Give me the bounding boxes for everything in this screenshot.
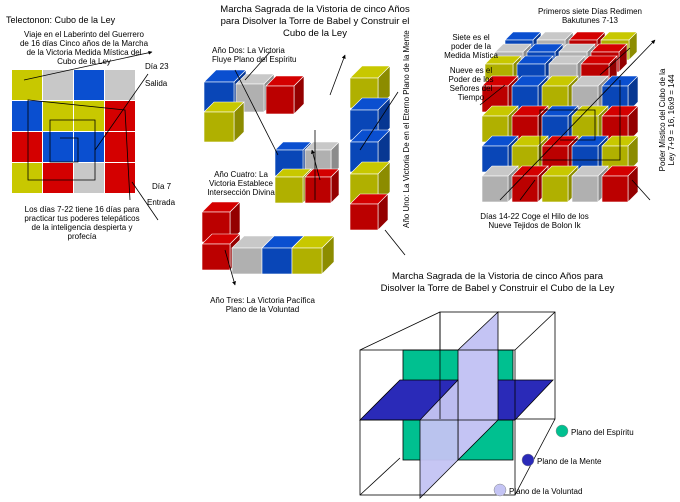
legend-mind-label: Plano de la Mente <box>537 457 602 466</box>
p3-front-front <box>601 175 629 203</box>
panel4-title: Marcha Sagrada de la Vistoria de cinco A… <box>380 271 615 294</box>
y1-e-front <box>349 203 379 231</box>
panel1-caption-top: Viaje en el Laberinto del Guerrero de 16… <box>19 30 149 66</box>
legend-swatch-2 <box>493 483 507 497</box>
grid-cell <box>12 132 42 162</box>
year-two-label: Año Dos: La Victoria Fluye Plano del Esp… <box>212 46 297 64</box>
mystic-cube <box>481 31 639 203</box>
legend-swatch-0 <box>555 424 569 438</box>
panel1-caption-bottom: Los días 7-22 tiene 16 días para practic… <box>24 205 140 241</box>
p3-front-front <box>511 175 539 203</box>
p3-front-front <box>481 175 509 203</box>
cube-edge <box>514 418 556 496</box>
victory-arrows <box>224 51 406 286</box>
label-day-23: Día 23 <box>145 62 169 71</box>
grid-cell <box>105 132 135 162</box>
y3-d-front <box>261 247 293 275</box>
cube-edge <box>359 311 441 351</box>
year-four-label: Año Cuatro: La Victoria Establece Inters… <box>207 170 275 197</box>
cube-path <box>479 39 656 201</box>
label-day-7: Día 7 <box>152 182 172 191</box>
planes-cube <box>359 311 569 499</box>
p3-front-front <box>571 175 599 203</box>
cube-edge <box>514 311 556 351</box>
legend-will-label: Plano de la Voluntad <box>509 487 583 496</box>
front-face <box>359 349 516 496</box>
cube-of-law-grid <box>12 70 135 193</box>
year-one-label: Año Uno: La Victoria De en el Eterno Pla… <box>402 30 411 228</box>
grid-cell <box>74 132 104 162</box>
year-three-label: Año Tres: La Victoria Pacífica Plano de … <box>210 296 315 314</box>
y2-c-front <box>265 85 295 115</box>
panel1-title: Telectonon: Cubo de la Ley <box>6 15 116 25</box>
labyrinth-path <box>23 50 159 221</box>
will-plane-lower <box>419 378 459 499</box>
panel2-title: Marcha Sagrada de la Vistoria de cinco A… <box>220 4 410 39</box>
y4-c-front <box>274 176 304 204</box>
y3-e-front <box>291 247 323 275</box>
cube-edge <box>359 457 401 496</box>
label-exit: Salida <box>145 79 168 88</box>
p3-front-front <box>541 175 569 203</box>
grid-cell <box>74 70 104 100</box>
y2-d-front <box>203 111 235 143</box>
y4-d-front <box>304 176 332 204</box>
seven-power-label: Siete es el poder de la Medida Mística <box>444 33 498 60</box>
grid-cell <box>12 163 42 193</box>
legend-swatch-1 <box>521 453 535 467</box>
y3-b-front <box>201 243 231 271</box>
nine-power-label: Nueve es el Poder de los Señores del Tie… <box>448 66 494 102</box>
grid-cell <box>105 101 135 131</box>
exploded-cube <box>201 65 391 275</box>
grid-cell <box>12 70 42 100</box>
panel3-side-text: Poder Místico del Cubo de la Ley 7+9 = 1… <box>658 68 676 172</box>
grid-cell <box>105 70 135 100</box>
y3-c-front <box>231 247 263 275</box>
panel3-caption-top: Primeros siete Días Redimen Bakutunes 7-… <box>537 7 643 25</box>
grid-cell <box>43 163 73 193</box>
grid-cell <box>43 101 73 131</box>
grid-cell <box>12 101 42 131</box>
grid-cell <box>105 163 135 193</box>
label-entry: Entrada <box>147 198 176 207</box>
legend-spirit-label: Plano del Espíritu <box>571 428 634 437</box>
grid-cell <box>43 132 73 162</box>
grid-cell <box>74 163 104 193</box>
panel3-caption-bottom: Días 14-22 Coge el Hilo de los Nueve Tej… <box>480 212 589 230</box>
